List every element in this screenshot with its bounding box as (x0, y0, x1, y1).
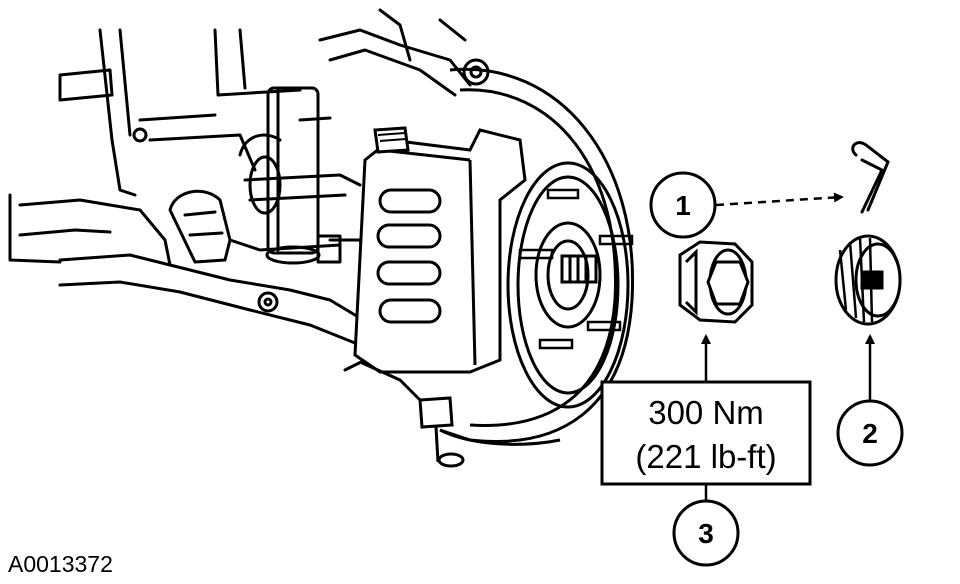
brake-caliper-drawing (353, 126, 561, 468)
figure-id: A0013372 (8, 551, 113, 577)
callout-1: 1 (649, 171, 844, 239)
callout-1-leader (715, 192, 844, 207)
torque-spec-imperial: (221 lb-ft) (635, 438, 776, 475)
nut-retainer-drawing (834, 234, 902, 326)
torque-spec-box (600, 380, 812, 486)
callout-2: 2 (836, 334, 904, 467)
brake-rotor-drawing (439, 67, 635, 443)
suspension-knuckle-drawing (8, 8, 490, 372)
callout-3: 300 Nm (221 lb-ft) 3 (600, 334, 812, 567)
callout-3-number: 3 (698, 518, 714, 549)
callout-1-number: 1 (675, 190, 691, 221)
callout-2-number: 2 (862, 418, 878, 449)
cotter-pin-drawing (851, 141, 890, 214)
torque-spec-metric: 300 Nm (648, 394, 764, 431)
hub-nut-drawing (678, 240, 754, 324)
